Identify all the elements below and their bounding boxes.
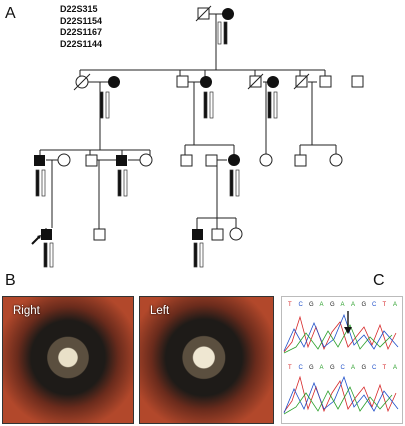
pedigree-diagram <box>31 5 364 268</box>
sequence-base: C <box>341 365 346 371</box>
sequence-base: T <box>383 302 387 308</box>
sequence-base: C <box>299 302 304 308</box>
sequence-base: A <box>320 365 324 371</box>
sequence-base: A <box>351 365 355 371</box>
sequence-base: G <box>309 365 314 371</box>
sequence-base: T <box>288 365 292 371</box>
marker-list: D22S315 D22S1154 D22S1167 D22S1144 <box>60 4 102 50</box>
sequence-base: C <box>372 365 377 371</box>
sequence-base: A <box>393 302 397 308</box>
sequence-base: C <box>299 365 304 371</box>
right-eye-photo: Right <box>2 296 134 424</box>
sequence-base: G <box>362 302 367 308</box>
right-eye-label: Right <box>13 305 40 317</box>
sequence-base: T <box>288 302 292 308</box>
panel-a-letter: A <box>5 5 16 22</box>
sequence-base: G <box>330 302 335 308</box>
marker-label: D22S1144 <box>60 38 103 49</box>
sequence-base: C <box>372 302 377 308</box>
left-eye-photo: Left <box>139 296 274 424</box>
sequence-base: A <box>320 302 324 308</box>
sequence-base: A <box>341 302 345 308</box>
panel-b-letter: B <box>5 272 16 289</box>
marker-label: D22S1167 <box>60 27 103 37</box>
sequence-base: G <box>309 302 314 308</box>
marker-label: D22S1154 <box>60 15 103 26</box>
sequence-base: A <box>393 365 397 371</box>
sequence-base: T <box>383 365 387 371</box>
left-eye-label: Left <box>150 305 170 317</box>
sequence-base: G <box>362 365 367 371</box>
panel-c-letter: C <box>373 272 385 289</box>
sequence-base: A <box>351 302 355 308</box>
sequence-base: G <box>330 365 335 371</box>
marker-label: D22S315 <box>60 4 98 14</box>
